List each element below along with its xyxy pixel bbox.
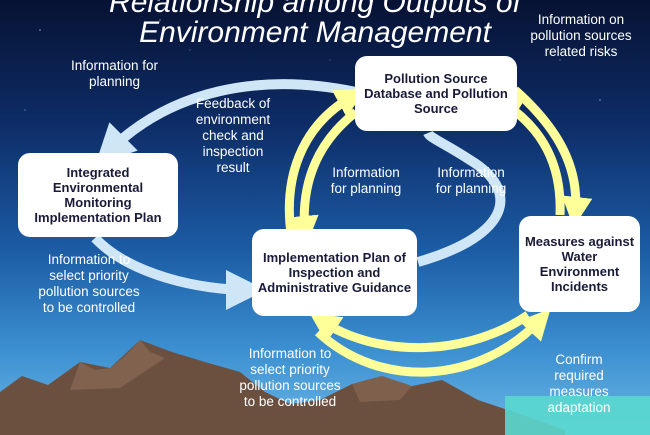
arrow-inspection-to-db — [416, 130, 506, 267]
label-info-planning-top: Information for planning — [70, 58, 159, 89]
arrow-measures-to-inspection — [309, 311, 531, 352]
label-info-select-left: Information to select priority pollution… — [38, 252, 140, 315]
ground-glow — [505, 396, 650, 435]
slide-title-line2: Environment Management — [139, 16, 491, 49]
node-measures: Measures against Water Environment Incid… — [519, 216, 640, 312]
slide-title-line1: Relationship among Outputs of — [109, 0, 521, 19]
arrow-db-to-measures — [512, 86, 593, 228]
arrow-inspection-to-db-yellow — [284, 88, 367, 241]
node-inspection-plan: Implementation Plan of Inspection and Ad… — [252, 229, 417, 316]
label-feedback: Feedback of environment check and inspec… — [195, 96, 271, 175]
label-info-planning-mid2: Information for planning — [435, 165, 507, 196]
arrow-db-to-monitoring — [95, 79, 358, 165]
label-info-risks: Information on pollution sources related… — [530, 12, 632, 59]
stars — [24, 19, 601, 111]
arrow-db-to-inspection — [288, 108, 359, 247]
label-info-select-bottom: Information to select priority pollution… — [239, 346, 341, 409]
label-confirm: Confirm required measures adaptation — [547, 352, 611, 415]
arrow-inspection-to-measures — [314, 308, 551, 377]
arrow-monitoring-to-inspection — [91, 234, 266, 310]
label-info-planning-mid1: Information for planning — [330, 165, 402, 196]
node-monitoring-plan: Integrated Environmental Monitoring Impl… — [18, 153, 178, 237]
node-pollution-source-database: Pollution Source Database and Pollution … — [355, 56, 517, 131]
